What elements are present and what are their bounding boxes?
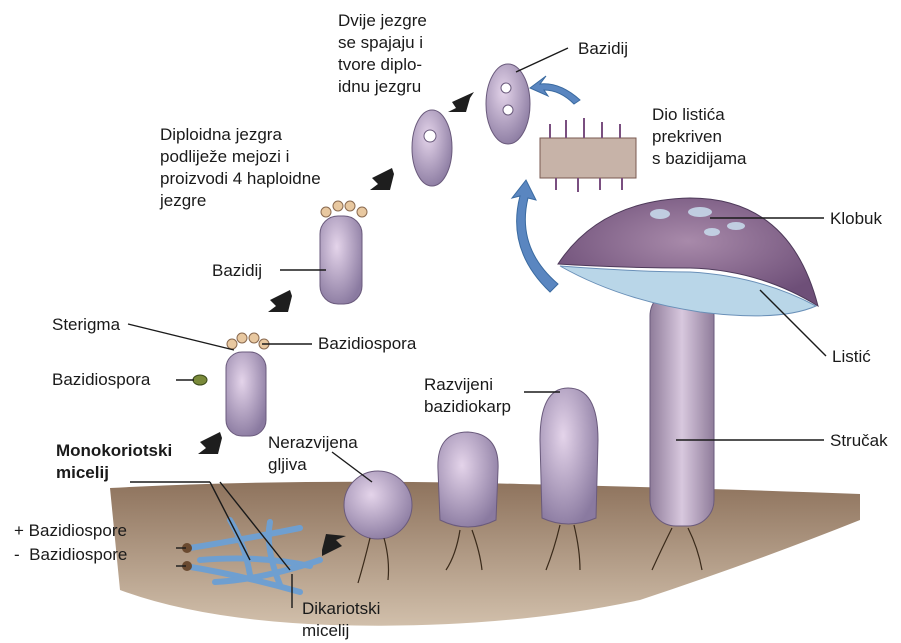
basidium-four-nuclei <box>320 216 362 304</box>
basidium-diploid <box>412 110 452 186</box>
arrow-icon <box>370 168 394 190</box>
gill-section <box>540 138 636 178</box>
label-basidium-top: Bazidij <box>578 38 628 59</box>
label-stipe: Stručak <box>830 430 888 451</box>
arrow-icon <box>198 432 222 454</box>
stipe <box>650 290 714 526</box>
developed-basidiocarp <box>540 388 598 524</box>
basidium-two-nuclei <box>486 64 530 144</box>
blue-arrow-icon <box>512 180 558 292</box>
label-basidium-mid: Bazidij <box>212 260 262 281</box>
undeveloped-fungus <box>344 471 412 539</box>
label-spores-plus: + Bazidiospore <box>14 520 127 541</box>
label-undeveloped-fungus: Nerazvijena gljiva <box>268 432 358 476</box>
basidium-with-spores <box>226 352 266 436</box>
label-meiosis: Diploidna jezgra podliježe mejozi i proi… <box>160 124 321 212</box>
arrow-icon <box>268 290 292 312</box>
blue-arrow-icon <box>530 76 580 104</box>
label-gill-portion: Dio listića prekriven s bazidijama <box>652 104 747 170</box>
label-basidiospore-left: Bazidiospora <box>52 369 150 390</box>
label-sterigma: Sterigma <box>52 314 120 335</box>
label-developed-basidiocarp: Razvijeni bazidiokarp <box>424 374 511 418</box>
label-nuclei-fuse: Dvije jezgre se spajaju i tvore diplo- i… <box>338 10 427 98</box>
label-spores-minus: - Bazidiospore <box>14 544 127 565</box>
label-cap: Klobuk <box>830 208 882 229</box>
free-basidiospore <box>193 375 207 385</box>
arrow-icon <box>448 92 474 112</box>
young-fruiting-body <box>438 432 498 527</box>
label-basidiospore-right: Bazidiospora <box>318 333 416 354</box>
label-gill: Listić <box>832 346 871 367</box>
label-monokaryotic-mycelium: Monokoriotski micelij <box>56 440 172 484</box>
label-dikaryotic-mycelium: Dikariotski micelij <box>302 598 380 642</box>
